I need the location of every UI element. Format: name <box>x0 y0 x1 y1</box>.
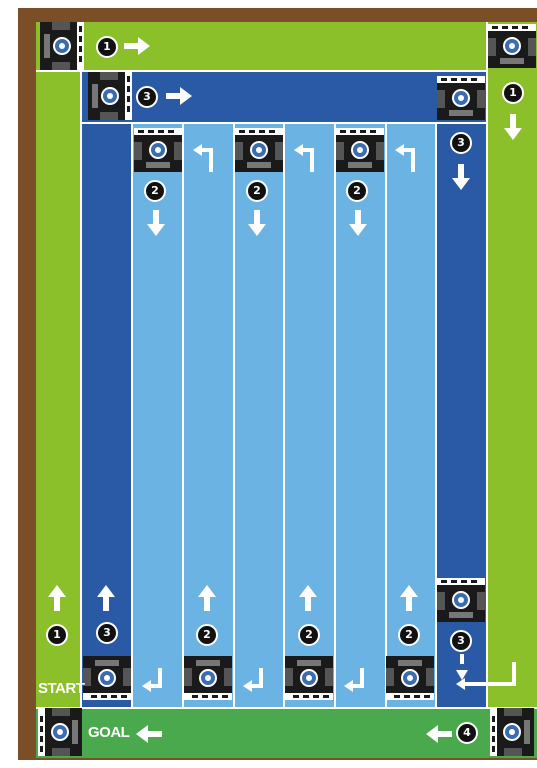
step-number-right-column: 1 <box>502 82 524 104</box>
robot-car-icon <box>437 76 485 120</box>
robot-car-icon <box>235 128 283 172</box>
step-number-lane-6: 2 <box>398 624 420 646</box>
robot-car-icon <box>88 72 132 120</box>
step-number-left-lane: 3 <box>96 622 118 644</box>
step-number-left-column: 1 <box>46 624 68 646</box>
left-dark-lane <box>82 124 132 708</box>
step-number-right-lane-top: 3 <box>450 132 472 154</box>
robot-car-icon <box>336 128 384 172</box>
robot-car-icon <box>488 24 536 68</box>
robot-car-icon <box>386 656 434 700</box>
robot-car-icon <box>285 656 333 700</box>
step-number-right-lane-bottom: 3 <box>450 630 472 652</box>
step-number-goal-row: 4 <box>456 722 478 744</box>
step-number-second-row: 3 <box>136 86 158 108</box>
robot-car-icon <box>40 22 84 70</box>
left-green-column <box>36 72 80 708</box>
robot-car-icon <box>83 656 131 700</box>
start-label: START <box>38 680 84 697</box>
robot-car-icon <box>490 708 534 756</box>
robot-car-icon <box>134 128 182 172</box>
step-number-lane-3: 2 <box>346 180 368 202</box>
step-number-lane-1: 2 <box>144 180 166 202</box>
robot-car-icon <box>184 656 232 700</box>
goal-label: GOAL <box>88 724 129 741</box>
step-number-lane-4: 2 <box>196 624 218 646</box>
step-number-top-row: 1 <box>96 36 118 58</box>
robot-car-icon <box>437 578 485 622</box>
robot-car-icon <box>38 708 82 756</box>
step-number-lane-5: 2 <box>298 624 320 646</box>
step-number-lane-2: 2 <box>246 180 268 202</box>
